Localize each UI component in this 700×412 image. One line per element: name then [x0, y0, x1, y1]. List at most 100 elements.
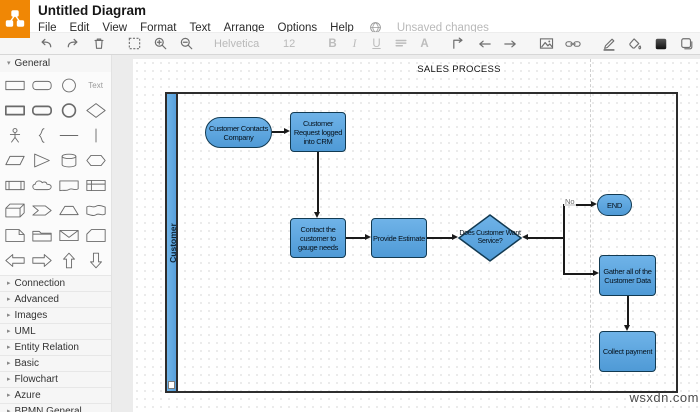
sidebar-section-flowchart[interactable]: ▸ Flowchart	[0, 371, 111, 387]
edge-segment[interactable]	[626, 296, 629, 325]
italic-button[interactable]: I	[352, 37, 357, 50]
shape-hexagon[interactable]	[82, 150, 109, 171]
shape-arrow-down-shape[interactable]	[82, 250, 109, 271]
node-estimate[interactable]: Provide Estimate	[371, 218, 427, 258]
fill-color-icon[interactable]	[626, 35, 643, 52]
sidebar-section-azure[interactable]: ▸ Azure	[0, 387, 111, 403]
shape-arrow-right-shape[interactable]	[29, 250, 56, 271]
node-decision[interactable]: Does Customer Want Service?	[458, 214, 522, 262]
gradient-icon[interactable]	[652, 35, 669, 52]
shape-cloud[interactable]	[29, 175, 56, 196]
shape-folder[interactable]	[29, 225, 56, 246]
node-contact[interactable]: Contact the customer to gauge needs	[290, 218, 346, 258]
edge-segment[interactable]	[563, 204, 591, 206]
edge-segment[interactable]	[528, 237, 563, 239]
node-gather[interactable]: Gather all of the Customer Data	[599, 255, 656, 296]
shape-document[interactable]	[56, 175, 83, 196]
shape-internal-storage[interactable]	[82, 175, 109, 196]
insert-image-icon[interactable]	[538, 35, 555, 52]
shape-step[interactable]	[29, 200, 56, 221]
sidebar-section-basic[interactable]: ▸ Basic	[0, 355, 111, 371]
redo-icon[interactable]	[64, 35, 81, 52]
edge-segment[interactable]	[346, 237, 365, 239]
arrow-right-icon[interactable]	[502, 35, 519, 52]
edge-segment[interactable]	[562, 204, 565, 274]
shape-horizontal-line[interactable]	[56, 125, 83, 146]
edge-segment[interactable]	[427, 237, 452, 239]
shape-ellipse-bold[interactable]	[56, 100, 83, 121]
shape-arrow-left-shape[interactable]	[2, 250, 29, 271]
shadow-icon[interactable]	[678, 35, 695, 52]
node-crm[interactable]: Customer Request logged into CRM	[290, 112, 346, 152]
arrow-left-icon[interactable]	[476, 35, 493, 52]
undo-icon[interactable]	[38, 35, 55, 52]
shape-rectangle[interactable]	[2, 75, 29, 96]
font-color-button[interactable]: A	[420, 37, 429, 50]
shape-rectangle-bold[interactable]	[2, 100, 29, 121]
shape-actor[interactable]	[2, 125, 29, 146]
node-collect[interactable]: Collect payment	[599, 331, 656, 372]
node-end[interactable]: END	[597, 194, 632, 216]
shape-rounded-rectangle-bold[interactable]	[29, 100, 56, 121]
swimlane-customer[interactable]: Customer	[165, 92, 678, 393]
sidebar-section-general[interactable]: ▾ General	[0, 55, 111, 72]
app-logo-icon[interactable]	[0, 0, 30, 38]
edge-segment[interactable]	[316, 152, 319, 212]
shape-cylinder[interactable]	[56, 150, 83, 171]
node-start[interactable]: Customer Contacts Company	[205, 117, 272, 148]
edge-segment[interactable]	[563, 273, 593, 275]
shape-triangle[interactable]	[29, 150, 56, 171]
waypoints-icon[interactable]	[450, 35, 467, 52]
font-size-select[interactable]: 12	[283, 37, 296, 50]
shape-cube[interactable]	[2, 200, 29, 221]
shape-rounded-rectangle[interactable]	[29, 75, 56, 96]
shape-arrow-up-shape[interactable]	[56, 250, 83, 271]
menu-text[interactable]: Text	[189, 21, 211, 34]
diagram-title-text[interactable]: SALES PROCESS	[417, 64, 501, 75]
fill-style-icon[interactable]	[392, 35, 409, 52]
shape-tape[interactable]	[82, 200, 109, 221]
menu-arrange[interactable]: Arrange	[223, 21, 265, 34]
sidebar-section-connection[interactable]: ▸ Connection	[0, 275, 111, 291]
sidebar-section-uml[interactable]: ▸ UML	[0, 323, 111, 339]
menu-format[interactable]: Format	[140, 21, 177, 34]
edge-arrowhead	[314, 212, 320, 218]
shape-note[interactable]	[2, 225, 29, 246]
line-color-icon[interactable]	[600, 35, 617, 52]
bold-button[interactable]: B	[328, 37, 337, 50]
sidebar-section-entity-relation[interactable]: ▸ Entity Relation	[0, 339, 111, 355]
sidebar-section-advanced[interactable]: ▸ Advanced	[0, 291, 111, 307]
edge-label[interactable]: No	[564, 197, 576, 206]
menu-options[interactable]: Options	[277, 21, 318, 34]
shape-card[interactable]	[82, 225, 109, 246]
shape-trapezoid[interactable]	[56, 200, 83, 221]
shape-process[interactable]	[2, 175, 29, 196]
shape-envelope[interactable]	[56, 225, 83, 246]
unsaved-changes-label[interactable]: Unsaved changes	[396, 21, 489, 34]
diagram-canvas[interactable]: SALES PROCESS Customer Customer Contacts…	[112, 55, 700, 412]
trash-icon[interactable]	[90, 35, 107, 52]
menu-edit[interactable]: Edit	[69, 21, 90, 34]
shape-brace[interactable]	[29, 125, 56, 146]
zoom-in-icon[interactable]	[152, 35, 169, 52]
shape-ellipse[interactable]	[56, 75, 83, 96]
menu-help[interactable]: Help	[330, 21, 354, 34]
edge-segment[interactable]	[272, 130, 284, 133]
shape-vertical-line[interactable]	[82, 125, 109, 146]
sidebar-section-bpmn-general[interactable]: ▸ BPMN General	[0, 403, 111, 412]
insert-link-icon[interactable]	[564, 35, 581, 52]
zoom-out-icon[interactable]	[178, 35, 195, 52]
caret-icon: ▾	[7, 60, 11, 67]
swimlane-header-bar[interactable]: Customer	[167, 94, 178, 391]
shape-text[interactable]: Text	[88, 81, 103, 90]
shape-diamond[interactable]	[82, 100, 109, 121]
lane-collapse-icon[interactable]	[168, 381, 175, 389]
sidebar-section-images[interactable]: ▸ Images	[0, 307, 111, 323]
underline-button[interactable]: U	[372, 37, 381, 50]
menu-file[interactable]: File	[38, 21, 57, 34]
fit-page-icon[interactable]	[126, 35, 143, 52]
font-family-select[interactable]: Helvetica	[214, 37, 260, 50]
menu-view[interactable]: View	[102, 21, 128, 34]
shape-parallelogram[interactable]	[2, 150, 29, 171]
